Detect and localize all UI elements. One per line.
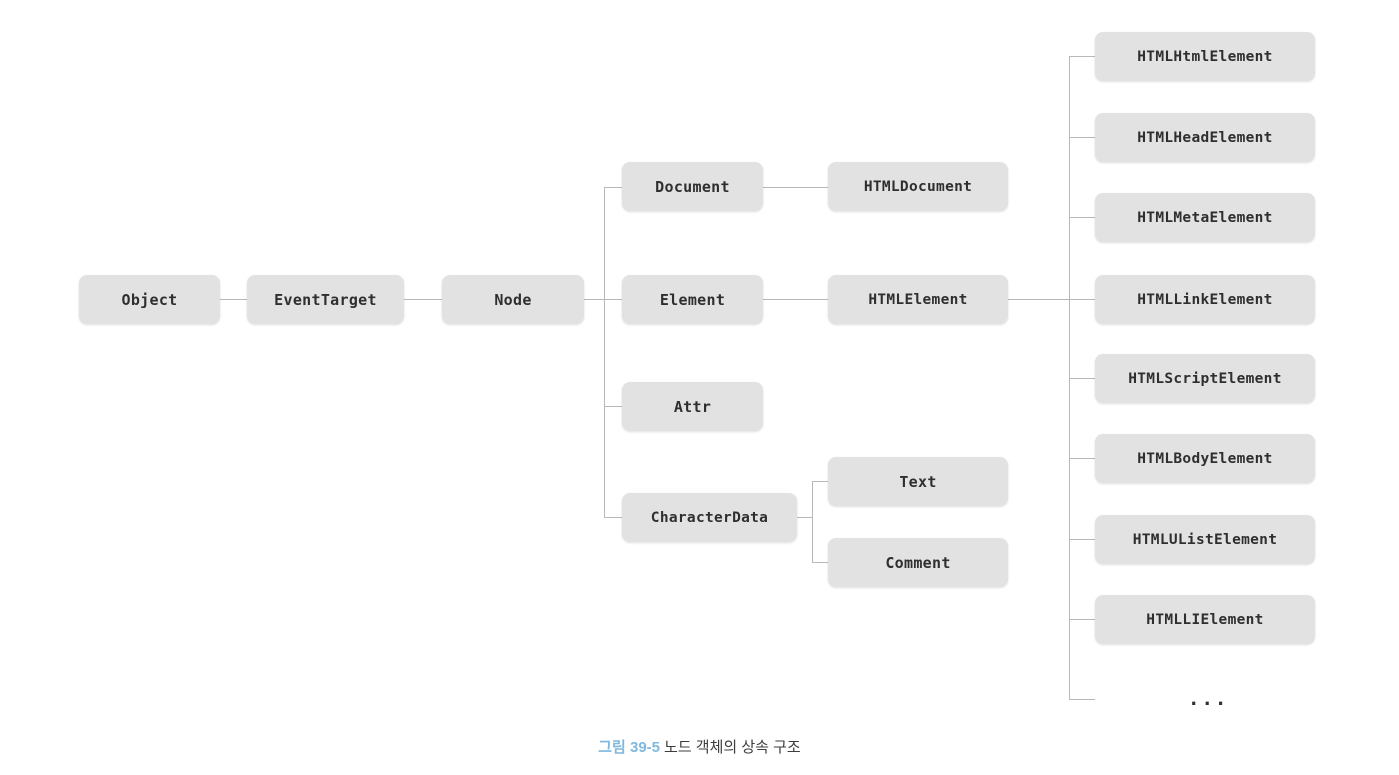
connector-stub-htmlheadelement: [1069, 137, 1095, 138]
node-htmlheadelement[interactable]: HTMLHeadElement: [1095, 113, 1315, 162]
connector-stub-htmlscriptelement: [1069, 378, 1095, 379]
node-htmldocument[interactable]: HTMLDocument: [828, 162, 1008, 211]
node-eventtarget[interactable]: EventTarget: [247, 275, 404, 324]
figure-number: 그림 39-5: [598, 739, 661, 756]
connector-htmlelement-trunk: [1008, 299, 1070, 300]
connector-element-htmlelement: [763, 299, 828, 300]
node-attr[interactable]: Attr: [622, 382, 763, 431]
connector-eventtarget-node: [404, 299, 442, 300]
node-htmlelement[interactable]: HTMLElement: [828, 275, 1008, 324]
node-htmlmetaelement[interactable]: HTMLMetaElement: [1095, 193, 1315, 242]
node-htmllielement[interactable]: HTMLLIElement: [1095, 595, 1315, 644]
connector-document-htmldocument: [763, 187, 828, 188]
node-htmlulistelement[interactable]: HTMLUListElement: [1095, 515, 1315, 564]
connector-stub-text: [812, 481, 828, 482]
node-ellipsis: ...: [1188, 688, 1229, 710]
connector-stub-ellipsis: [1069, 699, 1095, 700]
connector-stub-document: [604, 187, 622, 188]
node-characterdata[interactable]: CharacterData: [622, 493, 797, 542]
connector-stub-element: [604, 299, 622, 300]
node-node[interactable]: Node: [442, 275, 584, 324]
connector-node-trunk: [584, 299, 605, 300]
connector-object-eventtarget: [220, 299, 247, 300]
node-htmllinkelement[interactable]: HTMLLinkElement: [1095, 275, 1315, 324]
node-htmlscriptelement[interactable]: HTMLScriptElement: [1095, 354, 1315, 403]
connector-stub-attr: [604, 406, 622, 407]
node-text[interactable]: Text: [828, 457, 1008, 506]
connector-characterdata-trunk: [797, 517, 813, 518]
connector-stub-htmlbodyelement: [1069, 458, 1095, 459]
node-htmlhtmlelement[interactable]: HTMLHtmlElement: [1095, 32, 1315, 81]
node-comment[interactable]: Comment: [828, 538, 1008, 587]
connector-stub-htmllielement: [1069, 619, 1095, 620]
node-htmlbodyelement[interactable]: HTMLBodyElement: [1095, 434, 1315, 483]
connector-trunk-characterdata-children: [812, 481, 813, 563]
connector-stub-htmlmetaelement: [1069, 217, 1095, 218]
connector-stub-htmlulistelement: [1069, 539, 1095, 540]
node-element[interactable]: Element: [622, 275, 763, 324]
connector-stub-htmllinkelement: [1069, 299, 1095, 300]
connector-trunk-node-children: [604, 187, 605, 518]
connector-stub-characterdata: [604, 517, 622, 518]
node-document[interactable]: Document: [622, 162, 763, 211]
connector-stub-comment: [812, 562, 828, 563]
node-object[interactable]: Object: [79, 275, 220, 324]
figure-caption-text: 노드 객체의 상속 구조: [664, 739, 801, 756]
connector-stub-htmlhtmlelement: [1069, 56, 1095, 57]
